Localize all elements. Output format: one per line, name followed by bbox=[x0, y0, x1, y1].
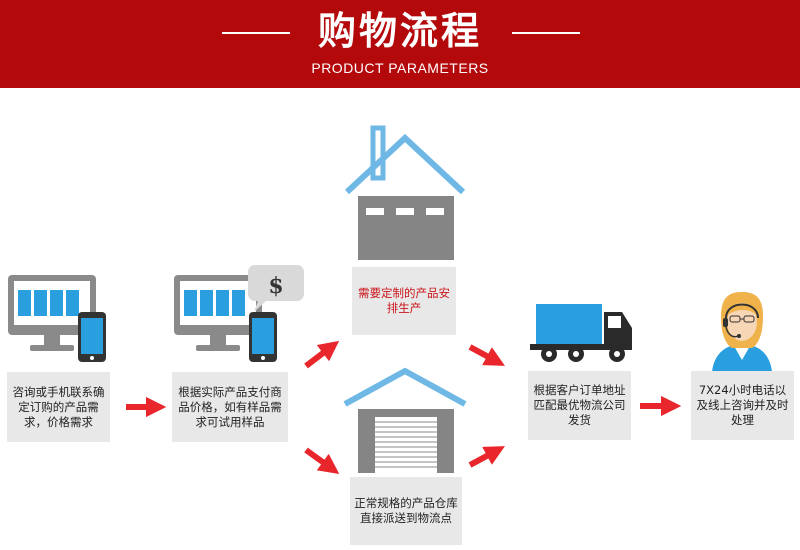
page-title: 购物流程 bbox=[317, 9, 482, 53]
arrow-pay-to-stock bbox=[304, 447, 340, 474]
truck-icon bbox=[530, 304, 632, 362]
step-custom-text: 需要定制的产品安排生产 bbox=[358, 286, 450, 315]
title-left-rule bbox=[222, 32, 290, 34]
step-stock-text: 正常规格的产品仓库直接派送到物流点 bbox=[354, 496, 458, 525]
step-pay-text: 根据实际产品支付商品价格，如有样品需求可试用样品 bbox=[178, 384, 282, 429]
step-consult-text: 咨询或手机联系确定订购的产品需求，价格需求 bbox=[12, 384, 105, 429]
arrow-pay-to-custom bbox=[304, 340, 340, 369]
factory-icon bbox=[344, 125, 466, 260]
step-stock: 正常规格的产品仓库直接派送到物流点 bbox=[350, 477, 462, 545]
step-custom: 需要定制的产品安排生产 bbox=[352, 267, 456, 335]
step-service-text: 7X24小时电话以及线上咨询并及时处理 bbox=[696, 383, 789, 427]
step-service: 7X24小时电话以及线上咨询并及时处理 bbox=[691, 371, 794, 440]
step-consult: 咨询或手机联系确定订购的产品需求，价格需求 bbox=[7, 372, 110, 442]
arrow-stock-to-ship bbox=[468, 446, 505, 468]
flow-arrows bbox=[126, 340, 682, 474]
page-subtitle: PRODUCT PARAMETERS bbox=[311, 60, 489, 76]
header-banner: 购物流程 PRODUCT PARAMETERS bbox=[0, 0, 800, 88]
step-ship-text: 根据客户订单地址匹配最优物流公司发货 bbox=[533, 383, 626, 427]
arrow-custom-to-ship bbox=[468, 344, 505, 366]
computer-phone-icon bbox=[8, 275, 106, 362]
step-ship: 根据客户订单地址匹配最优物流公司发货 bbox=[528, 371, 631, 440]
dollar-icon: $ bbox=[268, 273, 283, 299]
step-pay: 根据实际产品支付商品价格，如有样品需求可试用样品 bbox=[172, 372, 288, 442]
title-right-rule bbox=[512, 32, 580, 34]
computer-payment-icon: $ bbox=[174, 265, 304, 362]
warehouse-icon bbox=[343, 367, 467, 473]
customer-service-icon bbox=[712, 292, 772, 372]
